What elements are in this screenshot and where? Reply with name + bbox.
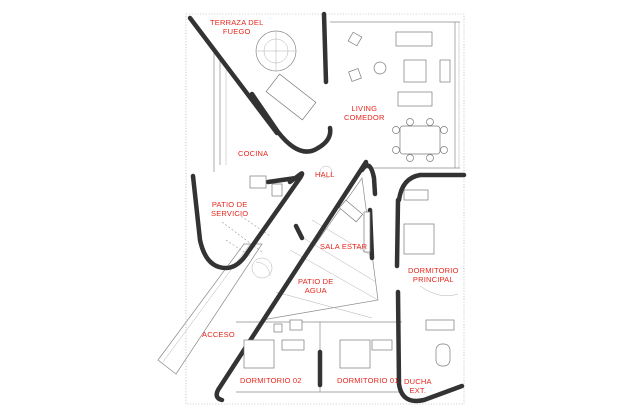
wall-dorm-principal-left — [394, 197, 401, 269]
service-sink — [271, 183, 283, 197]
sala-desk — [363, 211, 371, 253]
shower-fixture — [435, 343, 451, 367]
dining-table — [399, 125, 441, 155]
dining-chair-8 — [426, 154, 434, 162]
dorm-01-bed — [339, 339, 371, 369]
label-terraza: TERRAZA DEL FUEGO — [210, 18, 264, 36]
dining-chair-7 — [406, 154, 414, 162]
dorm-01-closet — [371, 339, 393, 351]
label-ducha-ext: DUCHA EXT. — [404, 377, 432, 395]
label-hall: HALL — [315, 170, 335, 179]
armchair-right — [439, 59, 451, 83]
hall-plant — [319, 165, 333, 179]
wall-dorm-principal-top — [396, 172, 467, 203]
access-planter — [251, 257, 273, 279]
sofa-bottom — [397, 91, 433, 107]
sofa-top — [395, 31, 433, 47]
wall-hall-curve — [359, 163, 378, 197]
label-dormitorio-02: DORMITORIO 02 — [240, 376, 302, 385]
dining-chair-4 — [440, 146, 448, 154]
water-patio-hatch-4 — [275, 291, 373, 319]
wall-living-left — [321, 11, 329, 85]
wall-hall-small — [293, 223, 305, 241]
dorm-02-bed — [243, 339, 275, 369]
wall-ducha-curve — [395, 289, 465, 404]
service-bath — [249, 175, 267, 189]
dining-chair-3 — [440, 126, 448, 134]
principal-bath-arc — [419, 285, 459, 296]
wall-hall-diagonal — [214, 159, 369, 403]
kitchen-island — [265, 73, 317, 121]
label-acceso: ACCESO — [202, 330, 235, 339]
armchair-2 — [348, 68, 362, 82]
access-door-arc — [255, 261, 271, 277]
label-patio-servicio: PATIO DE SERVICIO — [211, 200, 249, 218]
principal-closet — [403, 189, 429, 201]
dorm-bath-fixture-2 — [273, 323, 283, 333]
label-sala-estar: SALA ESTAR — [320, 242, 368, 251]
principal-bed — [403, 223, 435, 255]
dorm-bath-fixture — [289, 319, 303, 331]
dining-chair-2 — [392, 146, 400, 154]
dining-chair-6 — [426, 118, 434, 126]
wall-patio-servicio-left — [190, 171, 305, 271]
dorm-02-closet — [281, 339, 305, 351]
site-boundary — [185, 13, 465, 405]
wall-service-right — [265, 175, 299, 185]
wall-terrace-diagonal — [187, 15, 280, 136]
label-dormitorio-01: DORMITORIO 01 — [337, 376, 399, 385]
label-cocina: COCINA — [238, 149, 269, 158]
bath-vanity — [425, 319, 455, 331]
fire-pit-cross — [256, 31, 296, 71]
access-ramp — [157, 243, 263, 375]
label-living: LIVING COMEDOR — [344, 104, 385, 122]
wall-kitchen-curve — [249, 91, 333, 154]
coffee-table — [403, 59, 427, 83]
armchair-1 — [347, 31, 363, 47]
dining-chair-1 — [392, 126, 400, 134]
dining-chair-5 — [406, 118, 414, 126]
side-table — [373, 61, 387, 75]
label-dormitorio-principal: DORMITORIO PRINCIPAL — [408, 266, 459, 284]
label-patio-agua: PATIO DE AGUA — [298, 277, 334, 295]
sala-sofa — [338, 199, 364, 223]
